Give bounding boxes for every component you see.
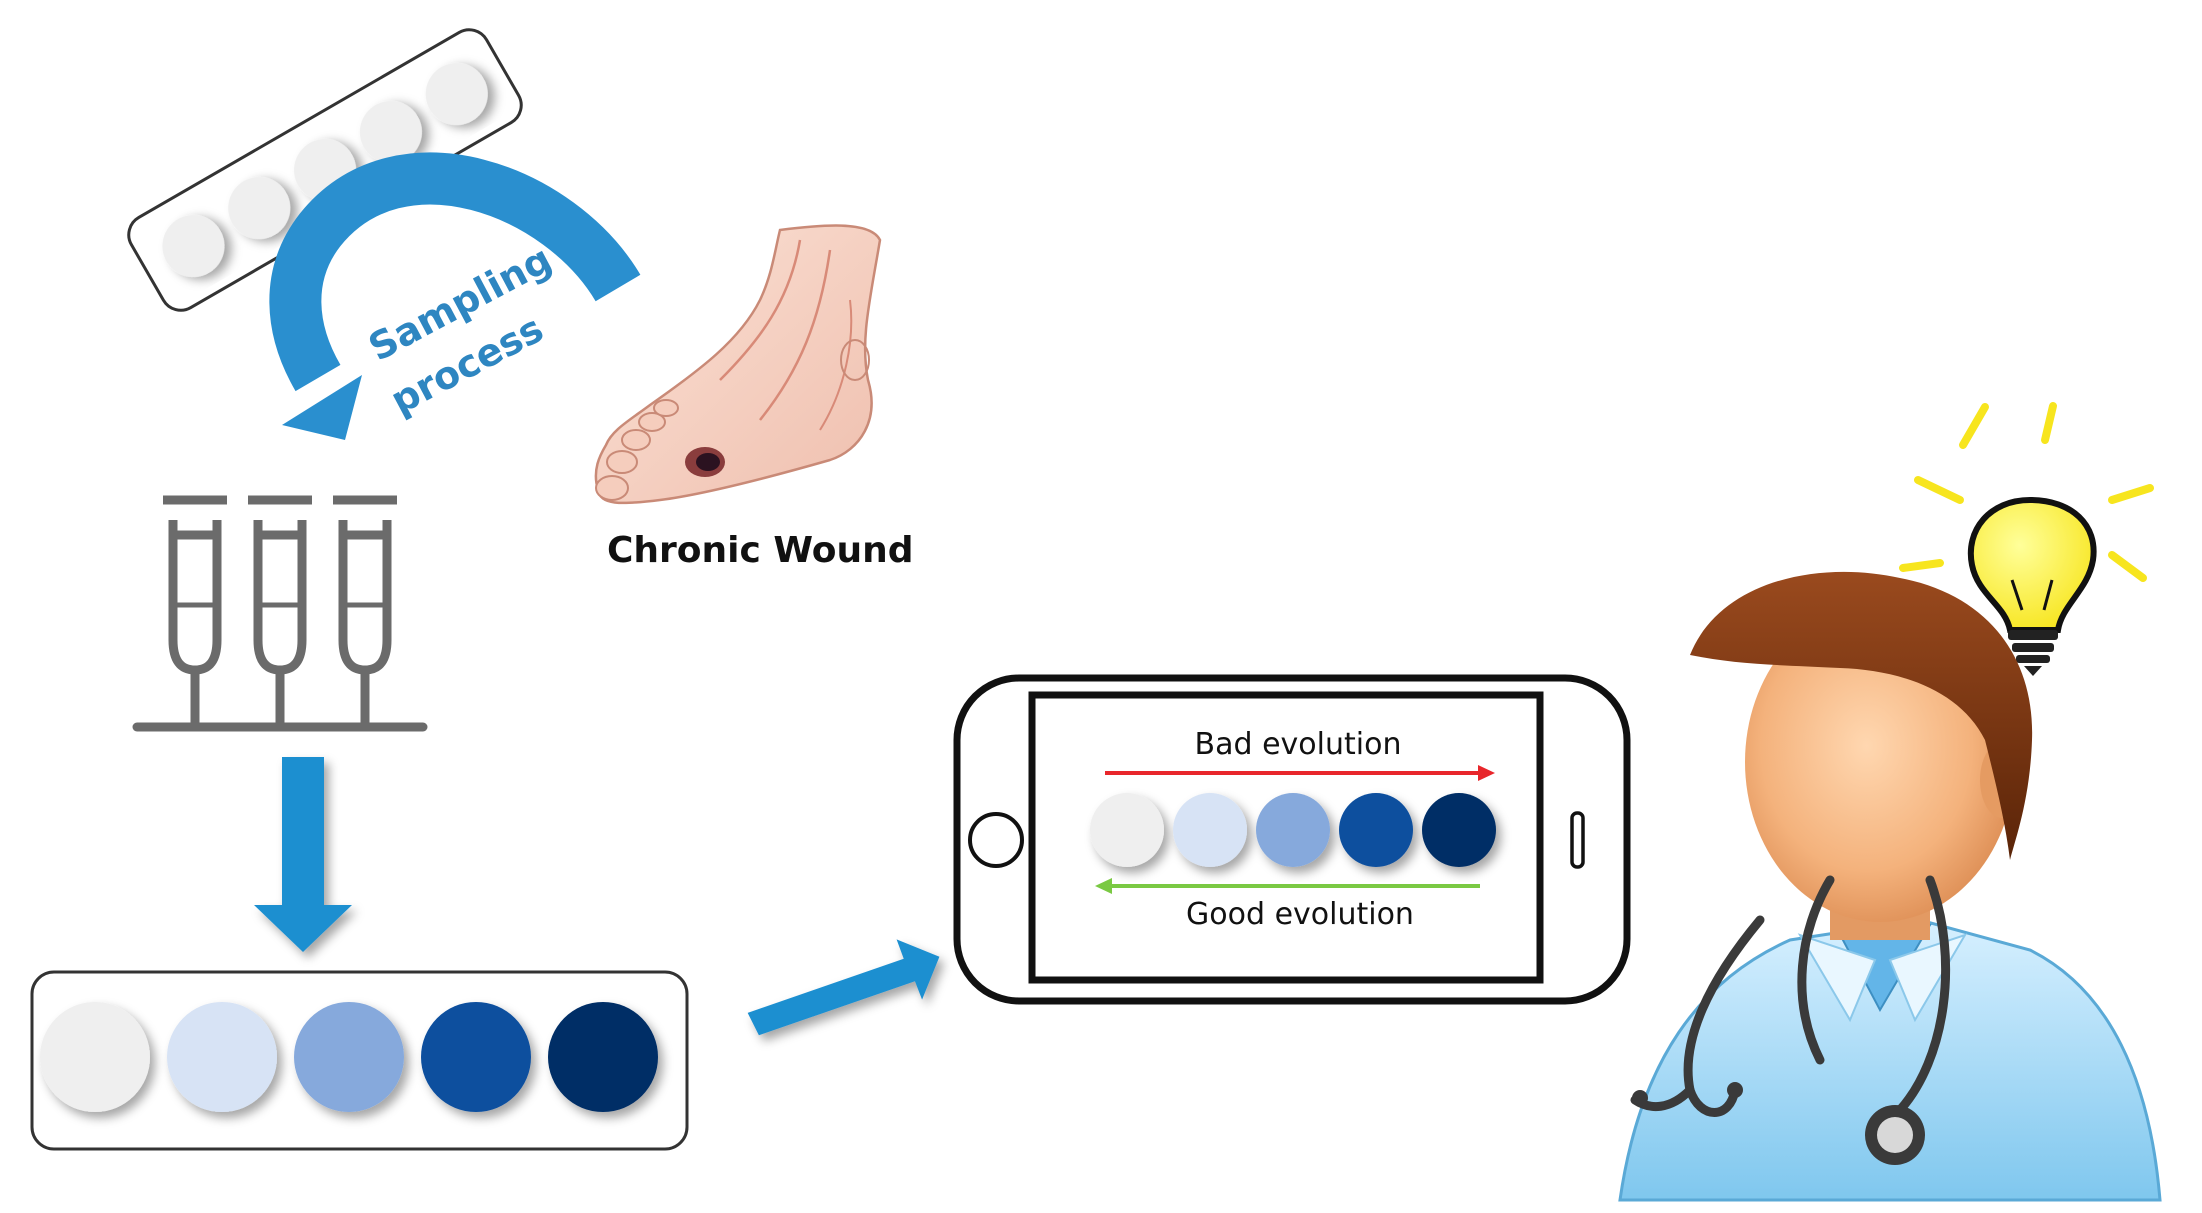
syringe-rack-icon: [132, 495, 428, 732]
strip-well-5: [425, 63, 488, 126]
bad-evolution-label: Bad evolution: [1195, 727, 1402, 762]
phone-home-button: [968, 812, 1024, 868]
stethoscope-icon: [1630, 875, 1951, 1117]
syringe-2: [248, 495, 312, 727]
test-strip-icon: [127, 28, 523, 312]
wound-mark: [685, 447, 725, 477]
chronic-wound-label: Chronic Wound: [607, 530, 914, 571]
down-arrow: [254, 757, 352, 952]
phone-speaker: [1570, 811, 1585, 869]
strip-well-1: [162, 215, 225, 277]
good-evolution-arrow: [1095, 878, 1480, 894]
phone-swatch-2: [1173, 793, 1247, 867]
phone-swatch-4: [1339, 793, 1413, 867]
phone-swatch-3: [1256, 793, 1330, 867]
good-evolution-label: Good evolution: [1186, 897, 1414, 932]
strip-well-4: [359, 101, 422, 163]
smartphone-icon: Bad evolution Good evolution: [953, 674, 1631, 1005]
doctor-avatar-icon: [1618, 571, 2162, 1202]
diagonal-arrow: [747, 939, 940, 1036]
phone-swatch-1: [1090, 793, 1164, 867]
strip-well-2: [228, 177, 291, 239]
syringe-3: [333, 495, 397, 727]
phone-swatch-5: [1422, 793, 1496, 867]
stethoscope-chestpiece: [1865, 1105, 1925, 1165]
scale-swatch-5: [548, 1002, 658, 1112]
bad-evolution-arrow: [1105, 765, 1495, 781]
doctor-hair: [1690, 571, 2033, 860]
scale-swatch-3: [294, 1002, 404, 1112]
scale-swatch-1: [40, 1002, 150, 1112]
syringe-1: [163, 495, 227, 727]
color-scale-panel: [30, 970, 689, 1151]
scale-swatch-2: [167, 1002, 277, 1112]
scale-swatch-4: [421, 1002, 531, 1112]
light-bulb-icon: [1899, 402, 2154, 676]
foot-wound-illustration: [594, 224, 882, 505]
sampling-curved-arrow: [269, 152, 641, 440]
